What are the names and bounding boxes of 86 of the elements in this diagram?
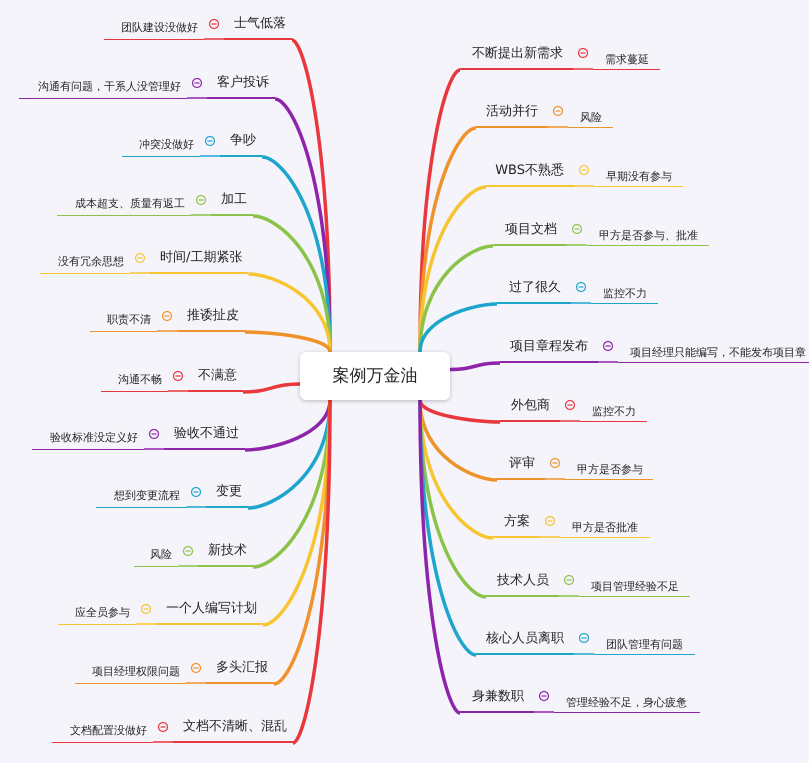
topic-label: 不满意 bbox=[188, 368, 243, 392]
subtopic-label: 风险 bbox=[568, 111, 613, 128]
branch-line bbox=[136, 623, 156, 625]
branch-line bbox=[186, 506, 206, 508]
branch-line bbox=[244, 330, 332, 353]
branch-line bbox=[567, 244, 587, 246]
subtopic-label: 管理经验不足，身心疲惫 bbox=[554, 696, 700, 713]
subtopic-label: 甲方是否批准 bbox=[560, 521, 650, 538]
subtopic-label: 监控不力 bbox=[580, 405, 647, 422]
branch-line bbox=[178, 565, 198, 567]
topic-label: 多头汇报 bbox=[206, 660, 274, 684]
topic-label: 不断提出新需求 bbox=[460, 46, 573, 70]
topic-label: 技术人员 bbox=[486, 573, 559, 597]
subtopic-label: 验收标准没定义好 bbox=[32, 431, 144, 450]
branch-line bbox=[157, 330, 177, 332]
topic-label: 身兼数职 bbox=[460, 689, 534, 713]
branch-line bbox=[186, 682, 206, 684]
topic-label: 外包商 bbox=[500, 398, 560, 422]
subtopic-label: 没有冗余思想 bbox=[40, 255, 130, 274]
branch-line bbox=[418, 400, 461, 714]
subtopic-label: 团队建设没做好 bbox=[104, 21, 204, 40]
branch-line bbox=[204, 38, 224, 40]
branch-line bbox=[418, 185, 486, 352]
branch-line bbox=[191, 214, 211, 216]
topic-label: 新技术 bbox=[198, 543, 253, 567]
topic-label: WBS不熟悉 bbox=[486, 163, 574, 187]
subtopic-label: 冲突没做好 bbox=[122, 138, 200, 157]
branch-line bbox=[130, 272, 150, 274]
subtopic-label: 风险 bbox=[134, 548, 178, 567]
branch-line bbox=[560, 420, 580, 422]
central-topic-box: 案例万金油 bbox=[300, 352, 450, 400]
branch-line bbox=[573, 68, 593, 70]
branch-line bbox=[200, 155, 220, 157]
topic-label: 加工 bbox=[211, 192, 253, 216]
branch-line bbox=[574, 185, 594, 187]
branch-line bbox=[418, 68, 461, 352]
subtopic-label: 项目经理权限问题 bbox=[75, 665, 186, 684]
branch-line bbox=[548, 126, 568, 128]
branch-line bbox=[418, 302, 498, 352]
subtopic-label: 项目经理只能编写，不能发布项目章 bbox=[618, 346, 809, 363]
topic-label: 评审 bbox=[497, 456, 545, 480]
subtopic-label: 沟通不畅 bbox=[101, 373, 168, 392]
subtopic-label: 成本超支、质量有返工 bbox=[57, 197, 191, 216]
subtopic-label: 职责不清 bbox=[90, 313, 157, 332]
subtopic-label: 需求蔓延 bbox=[593, 53, 660, 70]
subtopic-label: 甲方是否参与、批准 bbox=[587, 229, 709, 246]
subtopic-label: 监控不力 bbox=[591, 287, 658, 304]
branch-line bbox=[545, 478, 565, 480]
branch-line bbox=[187, 97, 207, 99]
topic-label: 过了很久 bbox=[497, 280, 571, 304]
branch-line bbox=[242, 382, 300, 394]
branch-line bbox=[418, 126, 476, 352]
branch-line bbox=[153, 741, 173, 743]
branch-line bbox=[540, 536, 560, 538]
branch-line bbox=[559, 595, 579, 597]
branch-line bbox=[292, 400, 332, 744]
topic-label: 变更 bbox=[206, 484, 248, 508]
subtopic-label: 团队管理有问题 bbox=[594, 638, 695, 655]
subtopic-label: 项目管理经验不足 bbox=[579, 580, 690, 597]
topic-label: 客户投诉 bbox=[207, 75, 275, 99]
subtopic-label: 沟通有问题，干系人没管理好 bbox=[19, 80, 187, 99]
topic-label: 推诿扯皮 bbox=[177, 308, 245, 332]
subtopic-label: 文档配置没做好 bbox=[52, 724, 153, 743]
topic-label: 项目文档 bbox=[493, 222, 567, 246]
branch-line bbox=[574, 653, 594, 655]
topic-label: 方案 bbox=[493, 514, 540, 538]
topic-label: 时间/工期紧张 bbox=[150, 250, 248, 274]
branch-line bbox=[534, 711, 554, 713]
branch-line bbox=[598, 361, 618, 363]
topic-label: 一个人编写计划 bbox=[156, 601, 263, 625]
topic-label: 核心人员离职 bbox=[476, 631, 574, 655]
topic-label: 项目章程发布 bbox=[500, 339, 598, 363]
topic-label: 争吵 bbox=[220, 133, 262, 157]
branch-line bbox=[450, 361, 500, 372]
branch-line bbox=[571, 302, 591, 304]
branch-line bbox=[248, 272, 332, 352]
subtopic-label: 应全员参与 bbox=[58, 606, 136, 625]
subtopic-label: 想到变更流程 bbox=[96, 489, 186, 508]
subtopic-label: 甲方是否参与 bbox=[565, 463, 653, 480]
topic-label: 活动并行 bbox=[476, 104, 548, 128]
branch-line bbox=[168, 390, 188, 392]
topic-label: 士气低落 bbox=[224, 16, 292, 40]
subtopic-label: 早期没有参与 bbox=[594, 170, 683, 187]
topic-label: 文档不清晰、混乱 bbox=[173, 719, 293, 743]
branch-line bbox=[144, 448, 164, 450]
topic-label: 验收不通过 bbox=[164, 426, 245, 450]
